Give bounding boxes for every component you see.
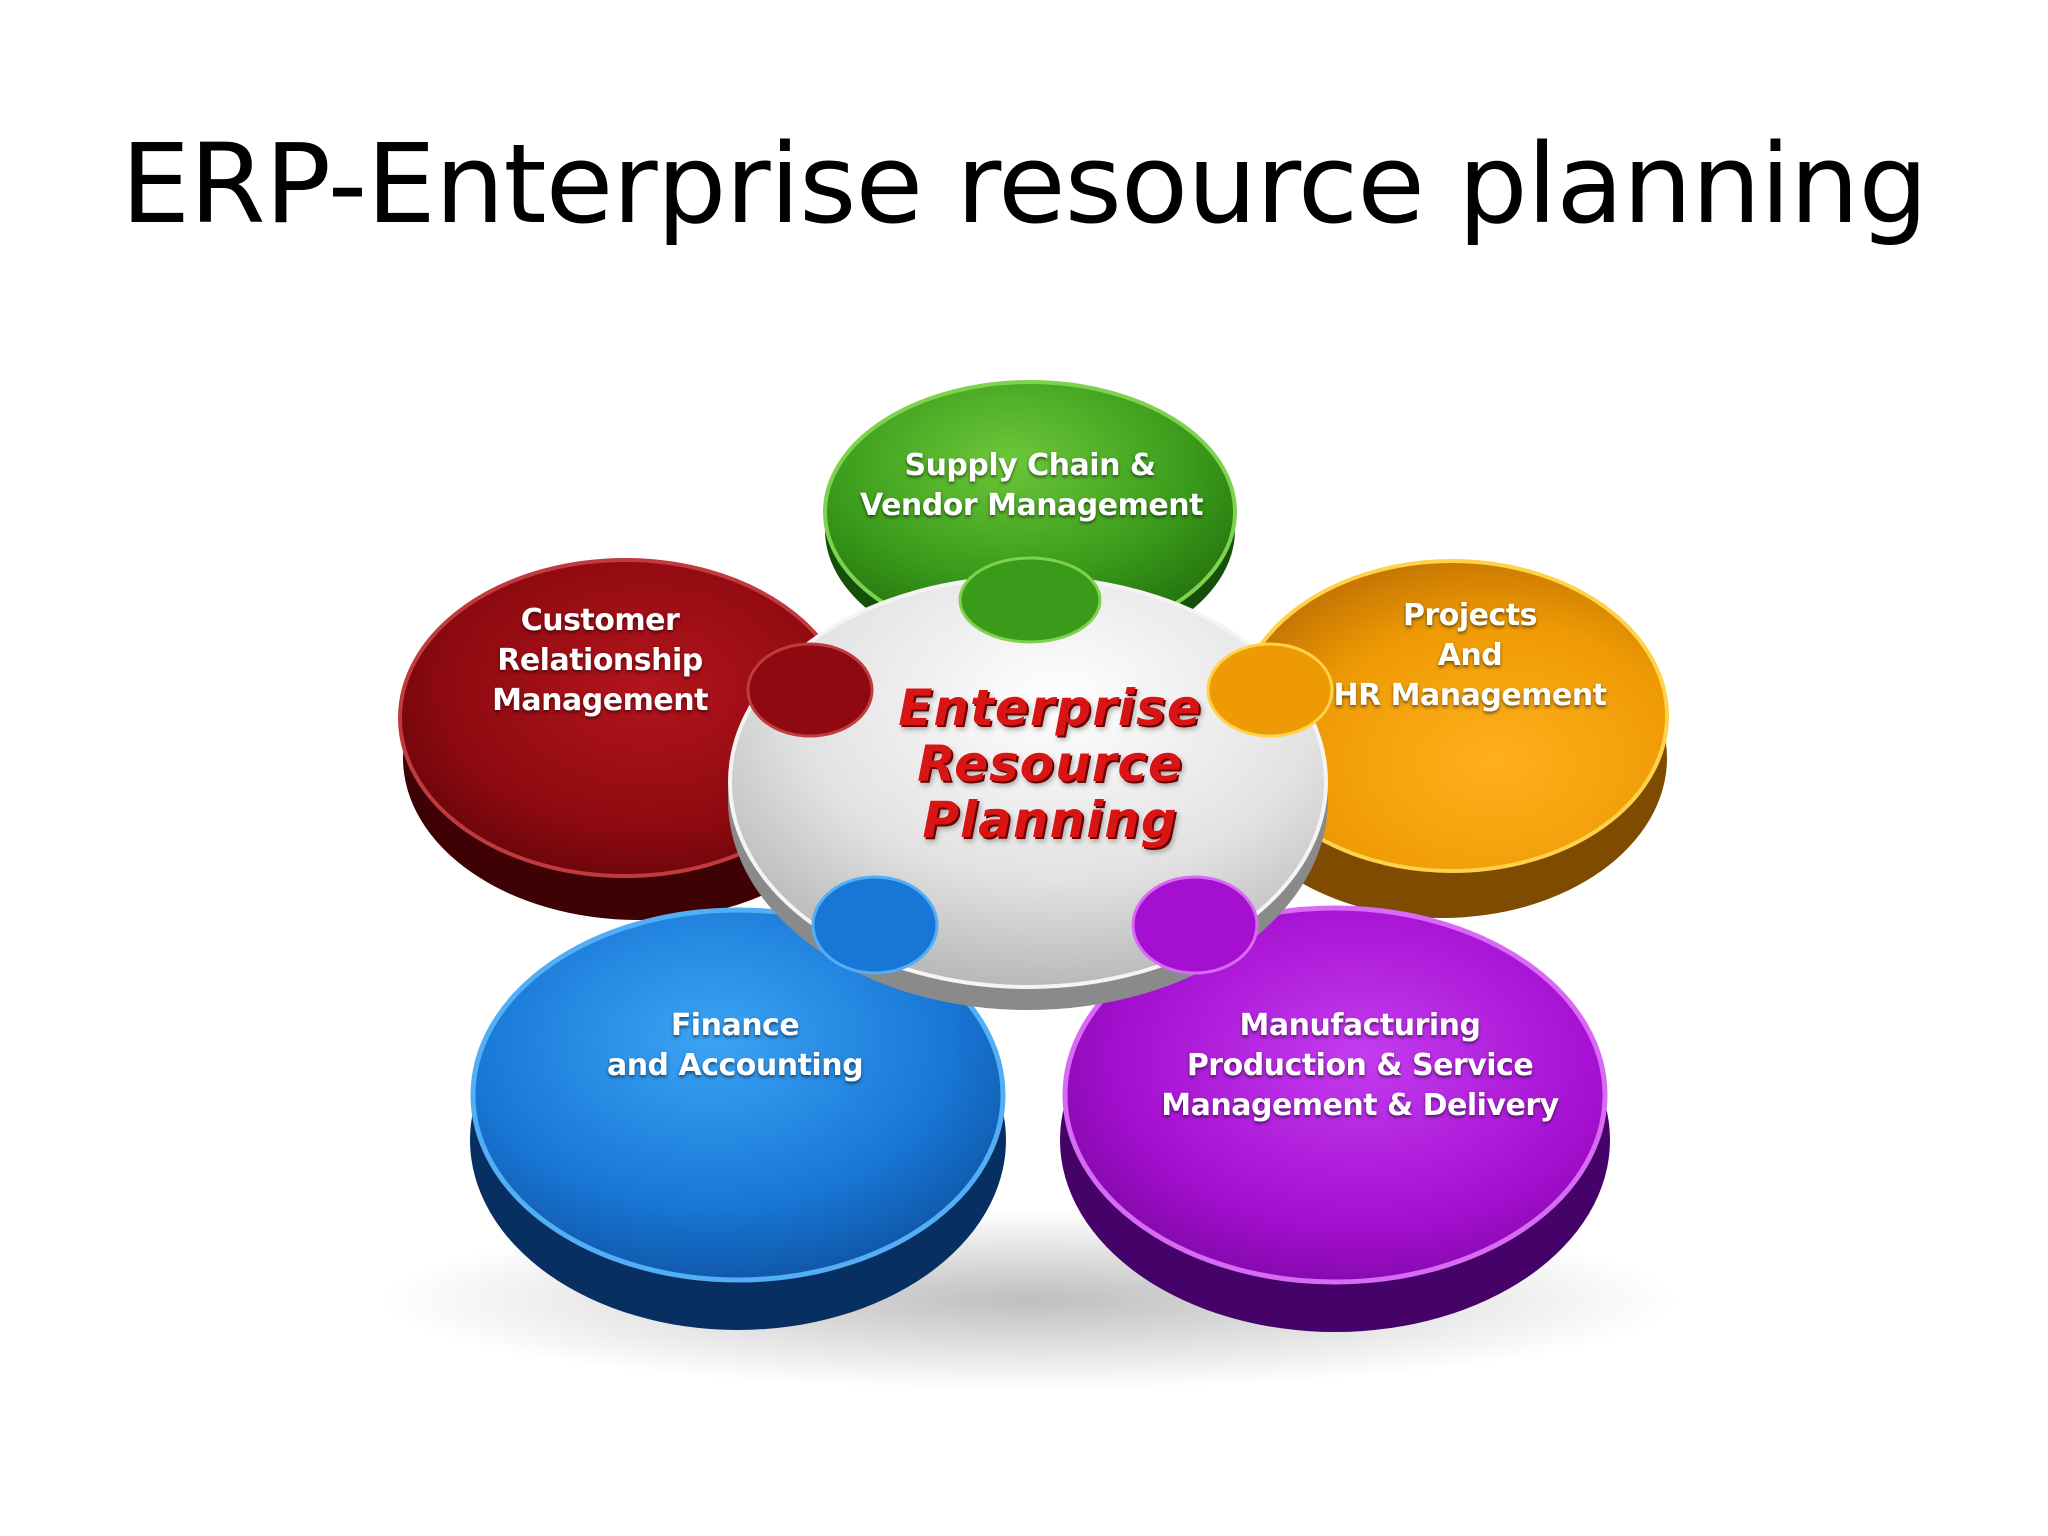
center-piece (728, 556, 1334, 1010)
slide-title: ERP-Enterprise resource planning (120, 120, 1928, 248)
crm-label: Customer Relationship Management (492, 603, 708, 718)
manufacturing-piece (1060, 905, 1610, 1332)
center-label: Enterprise Resource Planning (898, 679, 1202, 849)
finance-piece (470, 907, 1006, 1330)
supply-chain-label: Supply Chain & Vendor Management (860, 448, 1203, 523)
finance-label: Finance and Accounting (606, 1008, 864, 1083)
projects-label: Projects And HR Management (1333, 598, 1607, 713)
manufacturing-label: Manufacturing Production & Service Manag… (1161, 1008, 1559, 1123)
